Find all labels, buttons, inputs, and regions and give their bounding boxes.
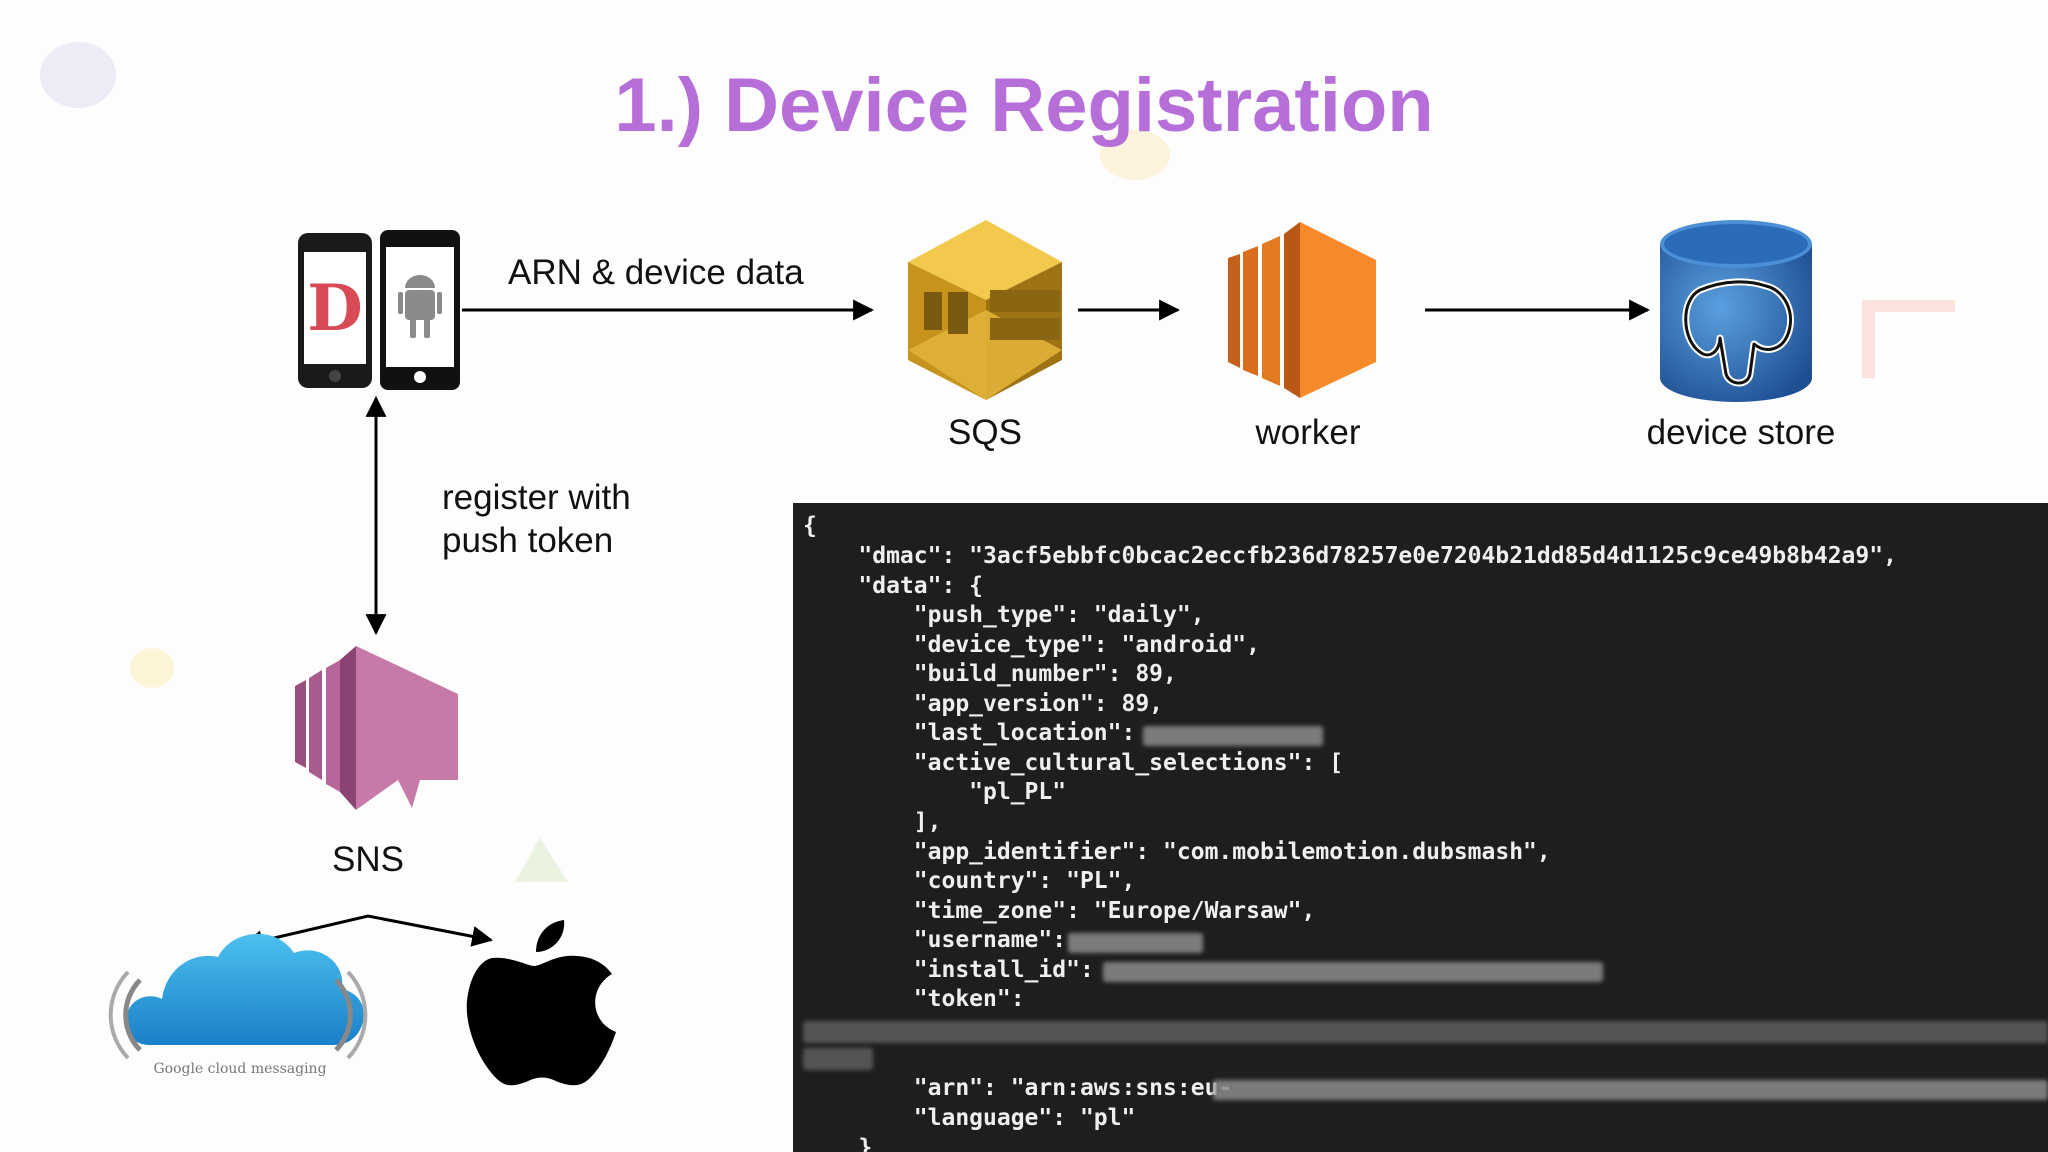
code-line: "dmac": "3acf5ebbfc0bcac2eccfb236d78257e… <box>803 543 1897 569</box>
code-line: } <box>803 1135 873 1152</box>
phones-icon: D <box>298 230 460 390</box>
code-line: "pl_PL" <box>803 779 1067 805</box>
sns-icon <box>295 646 458 810</box>
apple-icon <box>466 920 616 1086</box>
code-line: "app_identifier": "com.mobilemotion.dubs… <box>803 839 1551 865</box>
code-line: "language": "pl" <box>803 1105 1136 1131</box>
code-line: "country": "PL", <box>803 868 1136 894</box>
sqs-icon <box>908 220 1062 400</box>
google-cloud-messaging-icon: Google cloud messaging <box>108 933 368 1077</box>
redacted-value <box>1143 726 1323 746</box>
code-line: "last_location": <box>803 720 1136 746</box>
worker-icon <box>1228 222 1376 398</box>
code-line: "app_version": 89, <box>803 691 1164 717</box>
label-worker: worker <box>1255 413 1361 452</box>
code-line: "device_type": "android", <box>803 632 1260 658</box>
label-sns: SNS <box>332 840 404 879</box>
redacted-value <box>803 1021 2048 1043</box>
bg-decoration-triangle <box>515 838 568 882</box>
code-line: ], <box>803 809 942 835</box>
redacted-value <box>1213 1080 2048 1100</box>
code-line: "arn": "arn:aws:sns:eu- <box>803 1075 1233 1101</box>
json-code-panel: { "dmac": "3acf5ebbfc0bcac2eccfb236d7825… <box>793 503 2048 1152</box>
code-line: "active_cultural_selections": [ <box>803 750 1344 776</box>
code-line: "data": { <box>803 573 984 599</box>
code-line: { <box>803 513 817 539</box>
google-logo-text: Google cloud messaging <box>153 1061 326 1077</box>
label-device-store: device store <box>1646 413 1836 452</box>
page-title: 1.) Device Registration <box>614 63 1434 148</box>
code-line: "token": <box>803 986 1025 1012</box>
bg-decoration-shape <box>1862 300 1955 378</box>
postgres-icon <box>1660 220 1812 402</box>
code-line: "install_id": <box>803 957 1094 983</box>
redacted-value <box>1103 962 1603 982</box>
code-line: "build_number": 89, <box>803 661 1177 687</box>
arrow-sns-to-providers <box>241 914 494 951</box>
code-line: "time_zone": "Europe/Warsaw", <box>803 898 1316 924</box>
svg-text:D: D <box>307 271 363 346</box>
label-register-line2: push token <box>442 521 614 560</box>
redacted-value <box>803 1048 873 1070</box>
label-register-line1: register with <box>442 478 631 517</box>
redacted-value <box>1068 933 1203 953</box>
code-line: "username": <box>803 927 1067 953</box>
label-sqs: SQS <box>948 413 1022 452</box>
label-arn-device-data: ARN & device data <box>508 253 804 292</box>
code-line: "push_type": "daily", <box>803 602 1205 628</box>
